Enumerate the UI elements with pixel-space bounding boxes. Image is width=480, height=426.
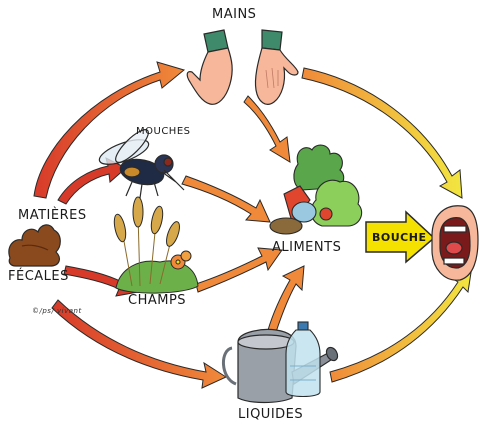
vegetables-icon	[269, 144, 363, 235]
label-liquides: LIQUIDES	[238, 407, 304, 422]
arrow-feces-to-flies	[57, 157, 127, 205]
arrow-feces-to-hands	[33, 61, 186, 199]
arrow-feces-to-liquids	[51, 299, 228, 389]
arrow-liquids-to-mouth	[329, 265, 473, 383]
arrow-fields-to-food	[195, 247, 283, 293]
feces-icon	[8, 224, 61, 267]
label-mains: MAINS	[212, 7, 257, 22]
label-aliments: ALIMENTS	[272, 240, 342, 255]
fly-icon	[98, 129, 185, 199]
arrow-hands-to-food	[243, 95, 291, 163]
hands-icon	[186, 29, 299, 105]
label-bouche: BOUCHE	[372, 231, 427, 244]
arrow-liquids-to-food	[267, 265, 305, 333]
credit-text: ©/ps/ vivant	[32, 307, 82, 315]
arrow-flies-to-food	[181, 175, 271, 223]
wheat-field-icon	[113, 196, 199, 294]
label-matieres: MATIÈRES	[18, 208, 87, 223]
watering-can-icon	[222, 328, 339, 404]
label-champs: CHAMPS	[128, 293, 187, 308]
water-bottle-icon	[285, 321, 321, 398]
label-fecales: FÉCALES	[8, 269, 69, 284]
label-mouches: MOUCHES	[136, 126, 191, 137]
arrow-hands-to-mouth	[301, 67, 463, 199]
bouche-arrow	[365, 210, 436, 264]
mouth-icon	[431, 205, 479, 281]
